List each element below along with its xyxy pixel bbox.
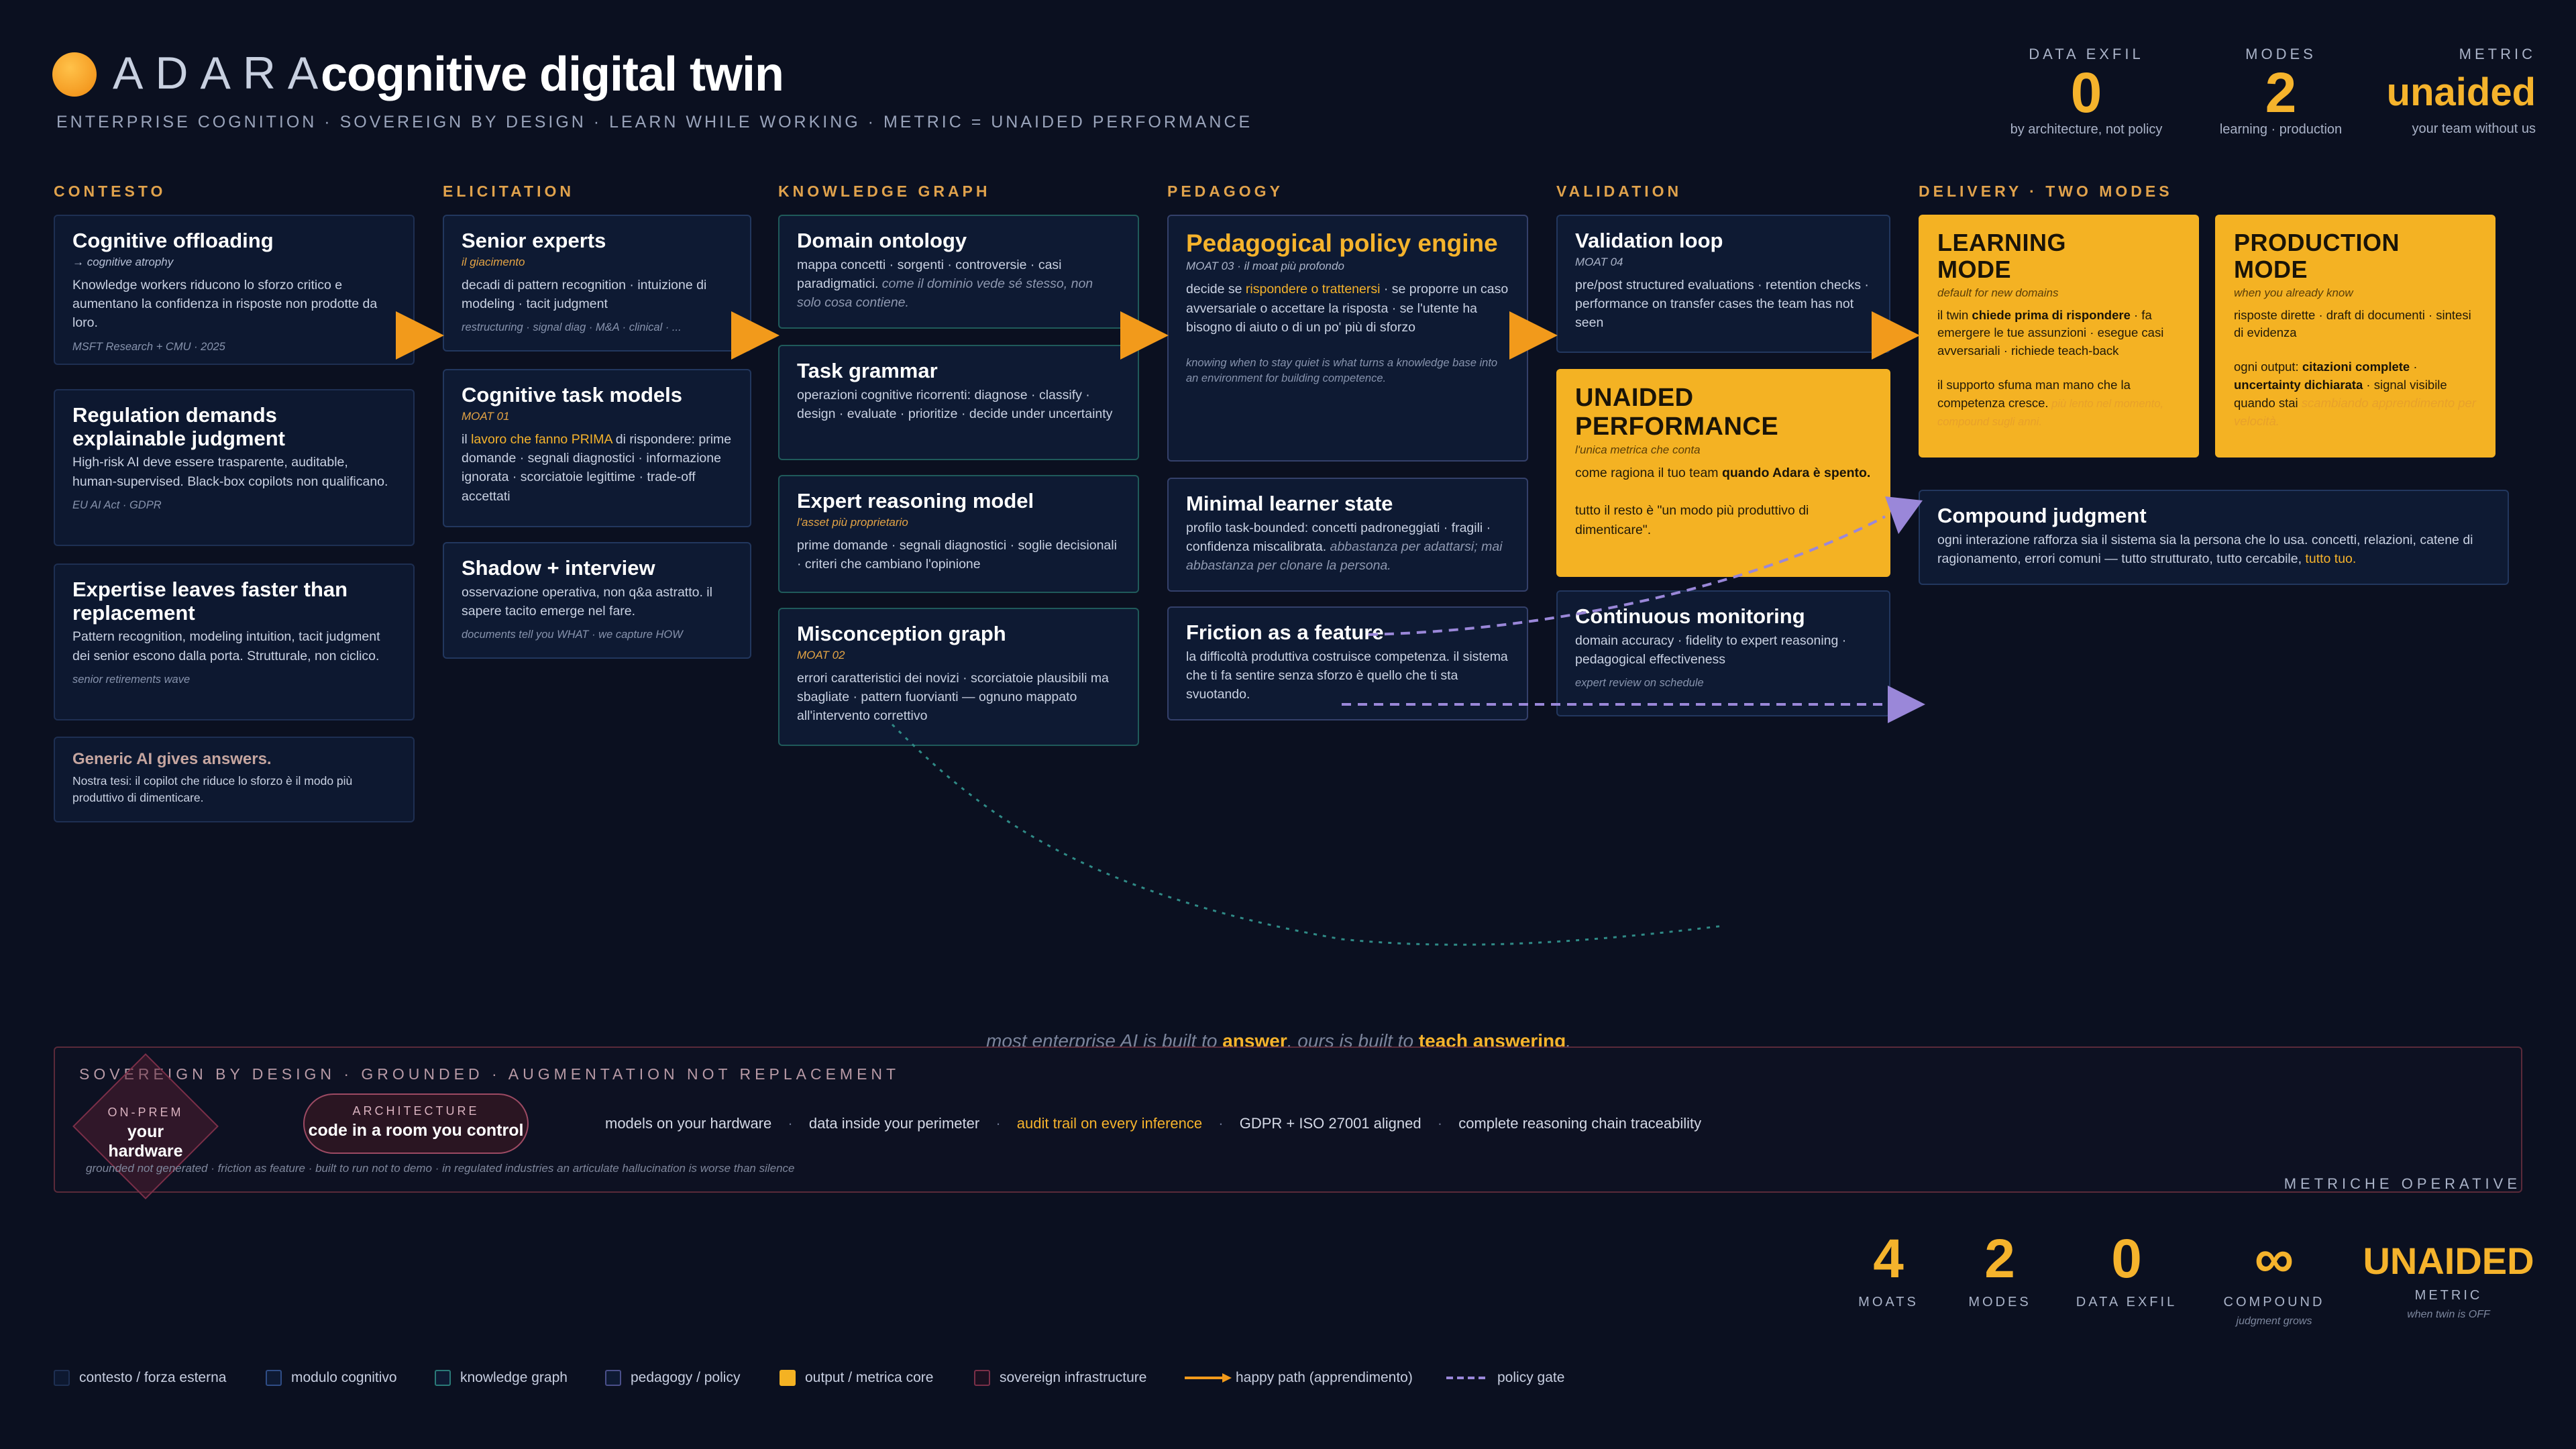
column-header-pedagogy: PEDAGOGY [1167, 182, 1283, 200]
metrics-title: METRICHE OPERATIVE [2284, 1175, 2521, 1192]
legend-swatch [266, 1370, 282, 1386]
policy-gate-line-friction [1368, 515, 1886, 636]
legend-swatch [605, 1370, 621, 1386]
policy-gate-arrowhead-lower [1888, 686, 1925, 723]
misconception-feedback-curve [891, 723, 1725, 946]
top-kpi-modes: MODES 2 learning · production [2219, 46, 2343, 138]
column-header-delivery: DELIVERY · TWO MODES [1919, 182, 2173, 200]
card-domain-ontology: Domain ontology mappa concetti · sorgent… [778, 215, 1139, 329]
legend-swatch [435, 1370, 451, 1386]
flow-arrow-pedagogy-validation [1509, 311, 1558, 360]
policy-gate-arrowhead-upper [1885, 496, 1923, 534]
sovereign-panel: SOVEREIGN BY DESIGN · GROUNDED · AUGMENT… [54, 1046, 2522, 1199]
legend-sovereign: sovereign infrastructure [974, 1370, 1146, 1386]
card-continuous-monitoring: Continuous monitoring domain accuracy · … [1556, 590, 1890, 716]
card-learning-mode: LEARNING MODE default for new domains il… [1919, 215, 2199, 458]
legend-knowledge-graph: knowledge graph [435, 1370, 568, 1386]
architecture-pill: ARCHITECTURE code in a room you control [303, 1093, 529, 1154]
flow-arrow-kg-pedagogy [1120, 311, 1169, 360]
bottom-kpi-moats: 4 MOATS [1858, 1228, 1919, 1310]
sovereign-title: SOVEREIGN BY DESIGN · GROUNDED · AUGMENT… [79, 1065, 900, 1083]
bottom-kpi-metric: UNAIDED METRIC when twin is OFF [2363, 1240, 2534, 1321]
sovereign-item: models on your hardware [605, 1115, 772, 1132]
sovereign-item: GDPR + ISO 27001 aligned [1239, 1115, 1421, 1132]
card-unaided-performance: UNAIDED PERFORMANCE l'unica metrica che … [1556, 369, 1890, 577]
card-cognitive-task-models: Cognitive task models MOAT 01 il lavoro … [443, 369, 751, 527]
sovereign-items: models on your hardware · data inside yo… [605, 1115, 1702, 1132]
column-header-validation: VALIDATION [1556, 182, 1682, 200]
legend-output: output / metrica core [780, 1370, 933, 1386]
legend-swatch [54, 1370, 70, 1386]
legend-swatch [780, 1370, 796, 1386]
column-header-elicitation: ELICITATION [443, 182, 574, 200]
card-generic-ai: Generic AI gives answers. Nostra tesi: i… [54, 737, 415, 822]
card-expertise-leaves: Expertise leaves faster than replacement… [54, 564, 415, 720]
card-validation-loop: Validation loop MOAT 04 pre/post structu… [1556, 215, 1890, 353]
legend-policy-gate: policy gate [1446, 1370, 1564, 1386]
card-compound-judgment: Compound judgment ogni interazione raffo… [1919, 490, 2509, 585]
sovereign-item: data inside your perimeter [808, 1115, 980, 1132]
page-tagline: ENTERPRISE COGNITION · SOVEREIGN BY DESI… [56, 113, 1253, 131]
sovereign-item: audit trail on every inference [1016, 1115, 1203, 1132]
sovereign-footnote: grounded not generated · friction as fea… [86, 1162, 795, 1175]
flow-arrow-validation-delivery [1872, 311, 1920, 360]
column-header-contesto: CONTESTO [54, 182, 166, 200]
sovereign-item: complete reasoning chain traceability [1458, 1115, 1702, 1132]
bottom-kpi-modes: 2 MODES [1968, 1228, 2031, 1310]
card-expert-reasoning: Expert reasoning model l'asset più propr… [778, 475, 1139, 593]
bottom-kpi-compound: ∞ COMPOUND judgment grows [2223, 1228, 2325, 1328]
card-task-grammar: Task grammar operazioni cognitive ricorr… [778, 345, 1139, 460]
legend-swatch [974, 1370, 990, 1386]
top-kpi-data-exfil: DATA EXFIL 0 by architecture, not policy [2010, 46, 2163, 138]
card-regulation: Regulation demands explainable judgment … [54, 389, 415, 546]
legend-contesto: contesto / forza esterna [54, 1370, 226, 1386]
flow-arrow-contesto-elicitation [396, 311, 444, 360]
arrow-right-icon [1185, 1373, 1232, 1383]
legend-pedagogy: pedagogy / policy [605, 1370, 740, 1386]
brand-logo-circle [52, 52, 97, 97]
flow-arrow-elicitation-kg [731, 311, 780, 360]
card-misconception-graph: Misconception graph MOAT 02 errori carat… [778, 608, 1139, 746]
top-kpi-metric: METRIC unaided your team without us [2386, 46, 2536, 136]
card-cognitive-offloading: Cognitive offloading → cognitive atrophy… [54, 215, 415, 365]
card-minimal-learner-state: Minimal learner state profilo task-bound… [1167, 478, 1528, 592]
legend-happy-path: happy path (apprendimento) [1185, 1370, 1413, 1386]
legend-modulo-cognitivo: modulo cognitivo [266, 1370, 397, 1386]
card-senior-experts: Senior experts il giacimento decadi di p… [443, 215, 751, 352]
dashed-line-icon [1446, 1377, 1489, 1379]
card-shadow-interview: Shadow + interview osservazione operativ… [443, 542, 751, 659]
card-friction-feature: Friction as a feature la difficoltà prod… [1167, 606, 1528, 720]
column-header-knowledge-graph: KNOWLEDGE GRAPH [778, 182, 991, 200]
card-pedagogical-policy-engine: Pedagogical policy engine MOAT 03 · il m… [1167, 215, 1528, 462]
card-production-mode: PRODUCTION MODE when you already know ri… [2215, 215, 2496, 458]
onprem-block: ON-PREM your hardware [107, 1106, 184, 1161]
brand-name: ADARA [113, 48, 331, 99]
page-title: cognitive digital twin [321, 48, 784, 101]
bottom-kpi-data-exfil: 0 DATA EXFIL [2076, 1228, 2178, 1310]
